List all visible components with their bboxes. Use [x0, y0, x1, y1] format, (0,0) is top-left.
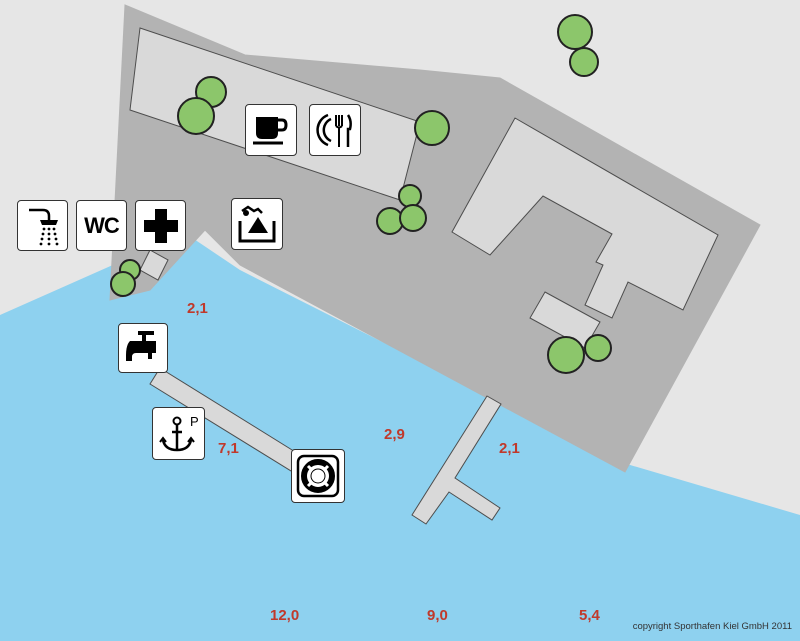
tree — [547, 336, 585, 374]
pier-east — [411, 395, 502, 525]
depth-label: 7,1 — [218, 440, 239, 457]
copyright-text: copyright Sporthafen Kiel GmbH 2011 — [632, 621, 792, 632]
first-aid-cross-icon — [135, 200, 186, 251]
depth-label: 9,0 — [427, 607, 448, 624]
tree — [584, 334, 612, 362]
restaurant-icon — [309, 104, 361, 156]
depth-label: 2,1 — [187, 300, 208, 317]
depth-label: 2,9 — [384, 426, 405, 443]
tree — [398, 184, 422, 208]
tree — [557, 14, 593, 50]
depth-label: 2,1 — [499, 440, 520, 457]
building-east — [451, 117, 719, 319]
water-tap-icon — [118, 323, 168, 373]
shower-icon — [17, 200, 68, 251]
wc-label: WC — [84, 212, 120, 238]
tree — [110, 271, 136, 297]
waste-disposal-icon — [231, 198, 283, 250]
coffee-cup-icon — [245, 104, 297, 156]
harbor-water — [0, 233, 800, 641]
anchor-parking-label: P — [190, 414, 199, 429]
tree — [376, 207, 404, 235]
trees — [110, 14, 612, 374]
lifebuoy-icon — [291, 449, 345, 503]
tree — [399, 204, 427, 232]
tree — [569, 47, 599, 77]
tree — [414, 110, 450, 146]
wc-icon: WC — [76, 200, 127, 251]
tree — [177, 97, 215, 135]
depth-label: 5,4 — [579, 607, 600, 624]
anchor-icon: P — [152, 407, 205, 460]
depth-label: 12,0 — [270, 607, 300, 624]
building-kiosk — [139, 249, 169, 281]
